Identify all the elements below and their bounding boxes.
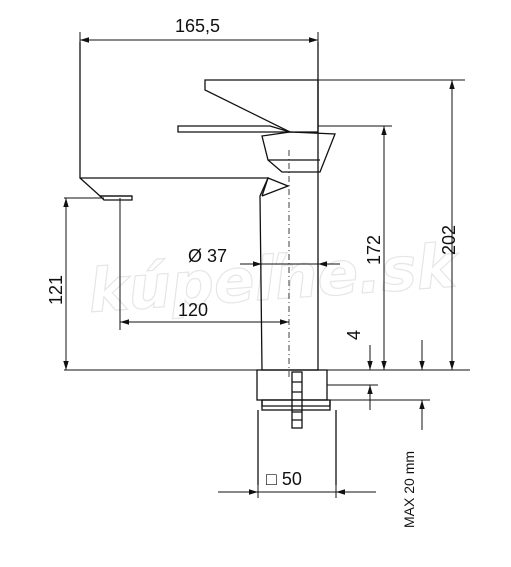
- dim-max-deck: MAX 20 mm: [401, 451, 417, 528]
- lever-handle: [204, 79, 319, 133]
- aerator: [98, 195, 133, 201]
- spout: [79, 177, 290, 197]
- dim-width-top: 165,5: [175, 16, 220, 36]
- dim-spout-height: 121: [46, 275, 66, 305]
- dim-base-square: □ 50: [266, 469, 302, 489]
- dimension-lines: [63, 32, 465, 498]
- lever-arm: [177, 125, 291, 133]
- under-counter-body: [257, 410, 337, 485]
- watermark: kúpeľne.sk: [86, 231, 462, 327]
- dim-body-diameter: Ø 37: [188, 246, 227, 266]
- fixing-nut: [261, 400, 331, 407]
- dim-lever-height: 172: [364, 235, 384, 265]
- dim-spout-reach: 120: [178, 300, 208, 320]
- dim-deck-gap: 4: [344, 330, 364, 340]
- threaded-rod: [291, 371, 303, 429]
- dim-total-height: 202: [439, 225, 459, 255]
- lever-cartridge: [261, 131, 336, 173]
